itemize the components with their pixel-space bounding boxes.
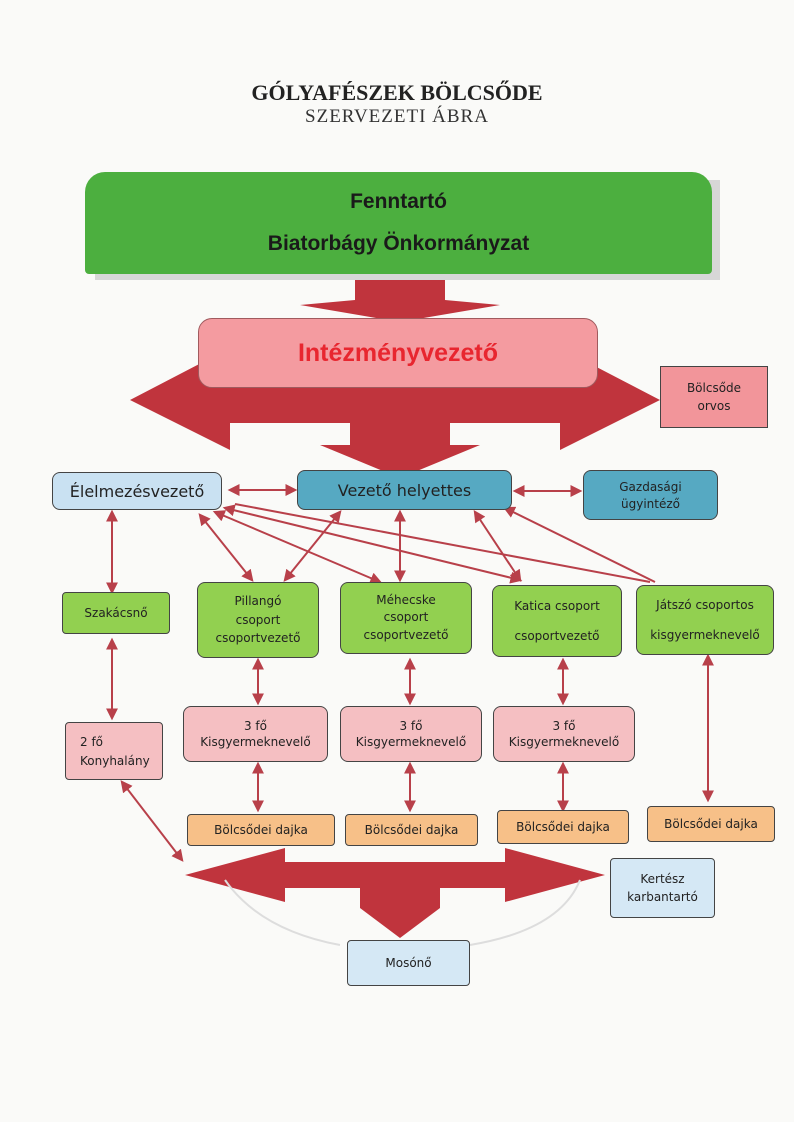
katica-line2: csoportvezető [514,629,600,643]
konyhalany-line2: Konyhalány [80,753,150,768]
node-kisgy-mehecske: 3 fő Kisgyermeknevelő [340,706,482,762]
fenntarto-owner: Biatorbágy Önkormányzat [267,232,530,255]
node-jatszo: Játszó csoportos kisgyermeknevelő [636,585,774,655]
node-pillango: Pillangó csoport csoportvezető [197,582,319,658]
kisgy2-line1: 3 fő [399,719,423,733]
dajka2-label: Bölcsődei dajka [364,823,459,837]
jatszo-line2: kisgyermeknevelő [650,628,760,642]
kisgy2-line2: Kisgyermeknevelő [355,735,467,749]
node-dajka-1: Bölcsődei dajka [187,814,335,846]
node-gazdasagi: Gazdasági ügyintéző [583,470,718,520]
elelmezesvezeto-label: Élelmezésvezető [69,481,205,501]
dajka1-label: Bölcsődei dajka [214,823,308,837]
node-vezeto-helyettes: Vezető helyettes [297,470,512,510]
conn-vez-jatszo [502,506,656,583]
kisgy1-line1: 3 fő [243,719,267,733]
pillango-line2: csoport [235,612,281,627]
node-fenntarto: Fenntartó Biatorbágy Önkormányzat [85,172,712,274]
dajka3-label: Bölcsődei dajka [516,820,610,834]
node-kisgy-katica: 3 fő Kisgyermeknevelő [493,706,635,762]
pillango-line3: csoportvezető [215,631,301,646]
katica-line1: Katica csoport [514,599,600,613]
gazdasagi-line2: ügyintéző [621,496,680,511]
conn-vez-katica [473,509,522,583]
bottom-double-arrow [185,848,605,938]
conn-elel-mehecske [212,510,383,584]
arc-left [224,879,341,946]
node-intezmenyvezeto: Intézményvezető [198,318,598,388]
node-orvos: Bölcsőde orvos [660,366,768,428]
page-subtitle: SZERVEZETI ÁBRA [305,106,489,127]
node-kertesz: Kertész karbantartó [610,858,715,918]
szakacsno-label: Szakácsnő [84,606,148,620]
arc-right [469,879,581,946]
node-elelmezesvezeto: Élelmezésvezető [52,472,222,510]
intezmenyvezeto-label: Intézményvezető [297,338,499,367]
conn-elel-katica [222,504,523,584]
node-szakacsno: Szakácsnő [62,592,170,634]
fenntarto-label: Fenntartó [350,190,447,213]
node-mehecske: Méhecske csoport csoportvezető [340,582,472,654]
gazdasagi-line1: Gazdasági [619,479,682,494]
kertesz-line1: Kertész [640,872,685,886]
node-kisgy-pillango: 3 fő Kisgyermeknevelő [183,706,328,762]
konyhalany-line1: 2 fő [80,734,104,749]
node-konyhalany: 2 fő Konyhalány [65,722,163,780]
jatszo-line1: Játszó csoportos [656,598,754,612]
fenntarto-down-arrow [300,280,500,322]
node-mosono: Mosónő [347,940,470,986]
node-dajka-3: Bölcsődei dajka [497,810,629,844]
page-title: GÓLYAFÉSZEK BÖLCSŐDE [251,80,543,105]
conn-konyha-bottom [120,780,184,862]
node-katica: Katica csoport csoportvezető [492,585,622,657]
mehecske-line3: csoportvezető [363,627,449,642]
mehecske-line1: Méhecske [376,592,436,607]
kisgy1-line2: Kisgyermeknevelő [200,735,311,749]
dajka4-label: Bölcsődei dajka [664,817,758,831]
vezeto-helyettes-label: Vezető helyettes [337,480,472,500]
node-dajka-2: Bölcsődei dajka [345,814,478,846]
kisgy3-line2: Kisgyermeknevelő [508,735,620,749]
orvos-line2: orvos [697,399,731,413]
orvos-line1: Bölcsőde [686,381,742,395]
kertesz-line2: karbantartó [627,890,698,904]
mehecske-line2: csoport [383,610,429,625]
kisgy3-line1: 3 fő [552,719,576,733]
conn-vez-pillango [283,510,342,582]
node-dajka-4: Bölcsődei dajka [647,806,775,842]
mosono-label: Mosónő [385,956,432,970]
pillango-line1: Pillangó [234,594,282,609]
